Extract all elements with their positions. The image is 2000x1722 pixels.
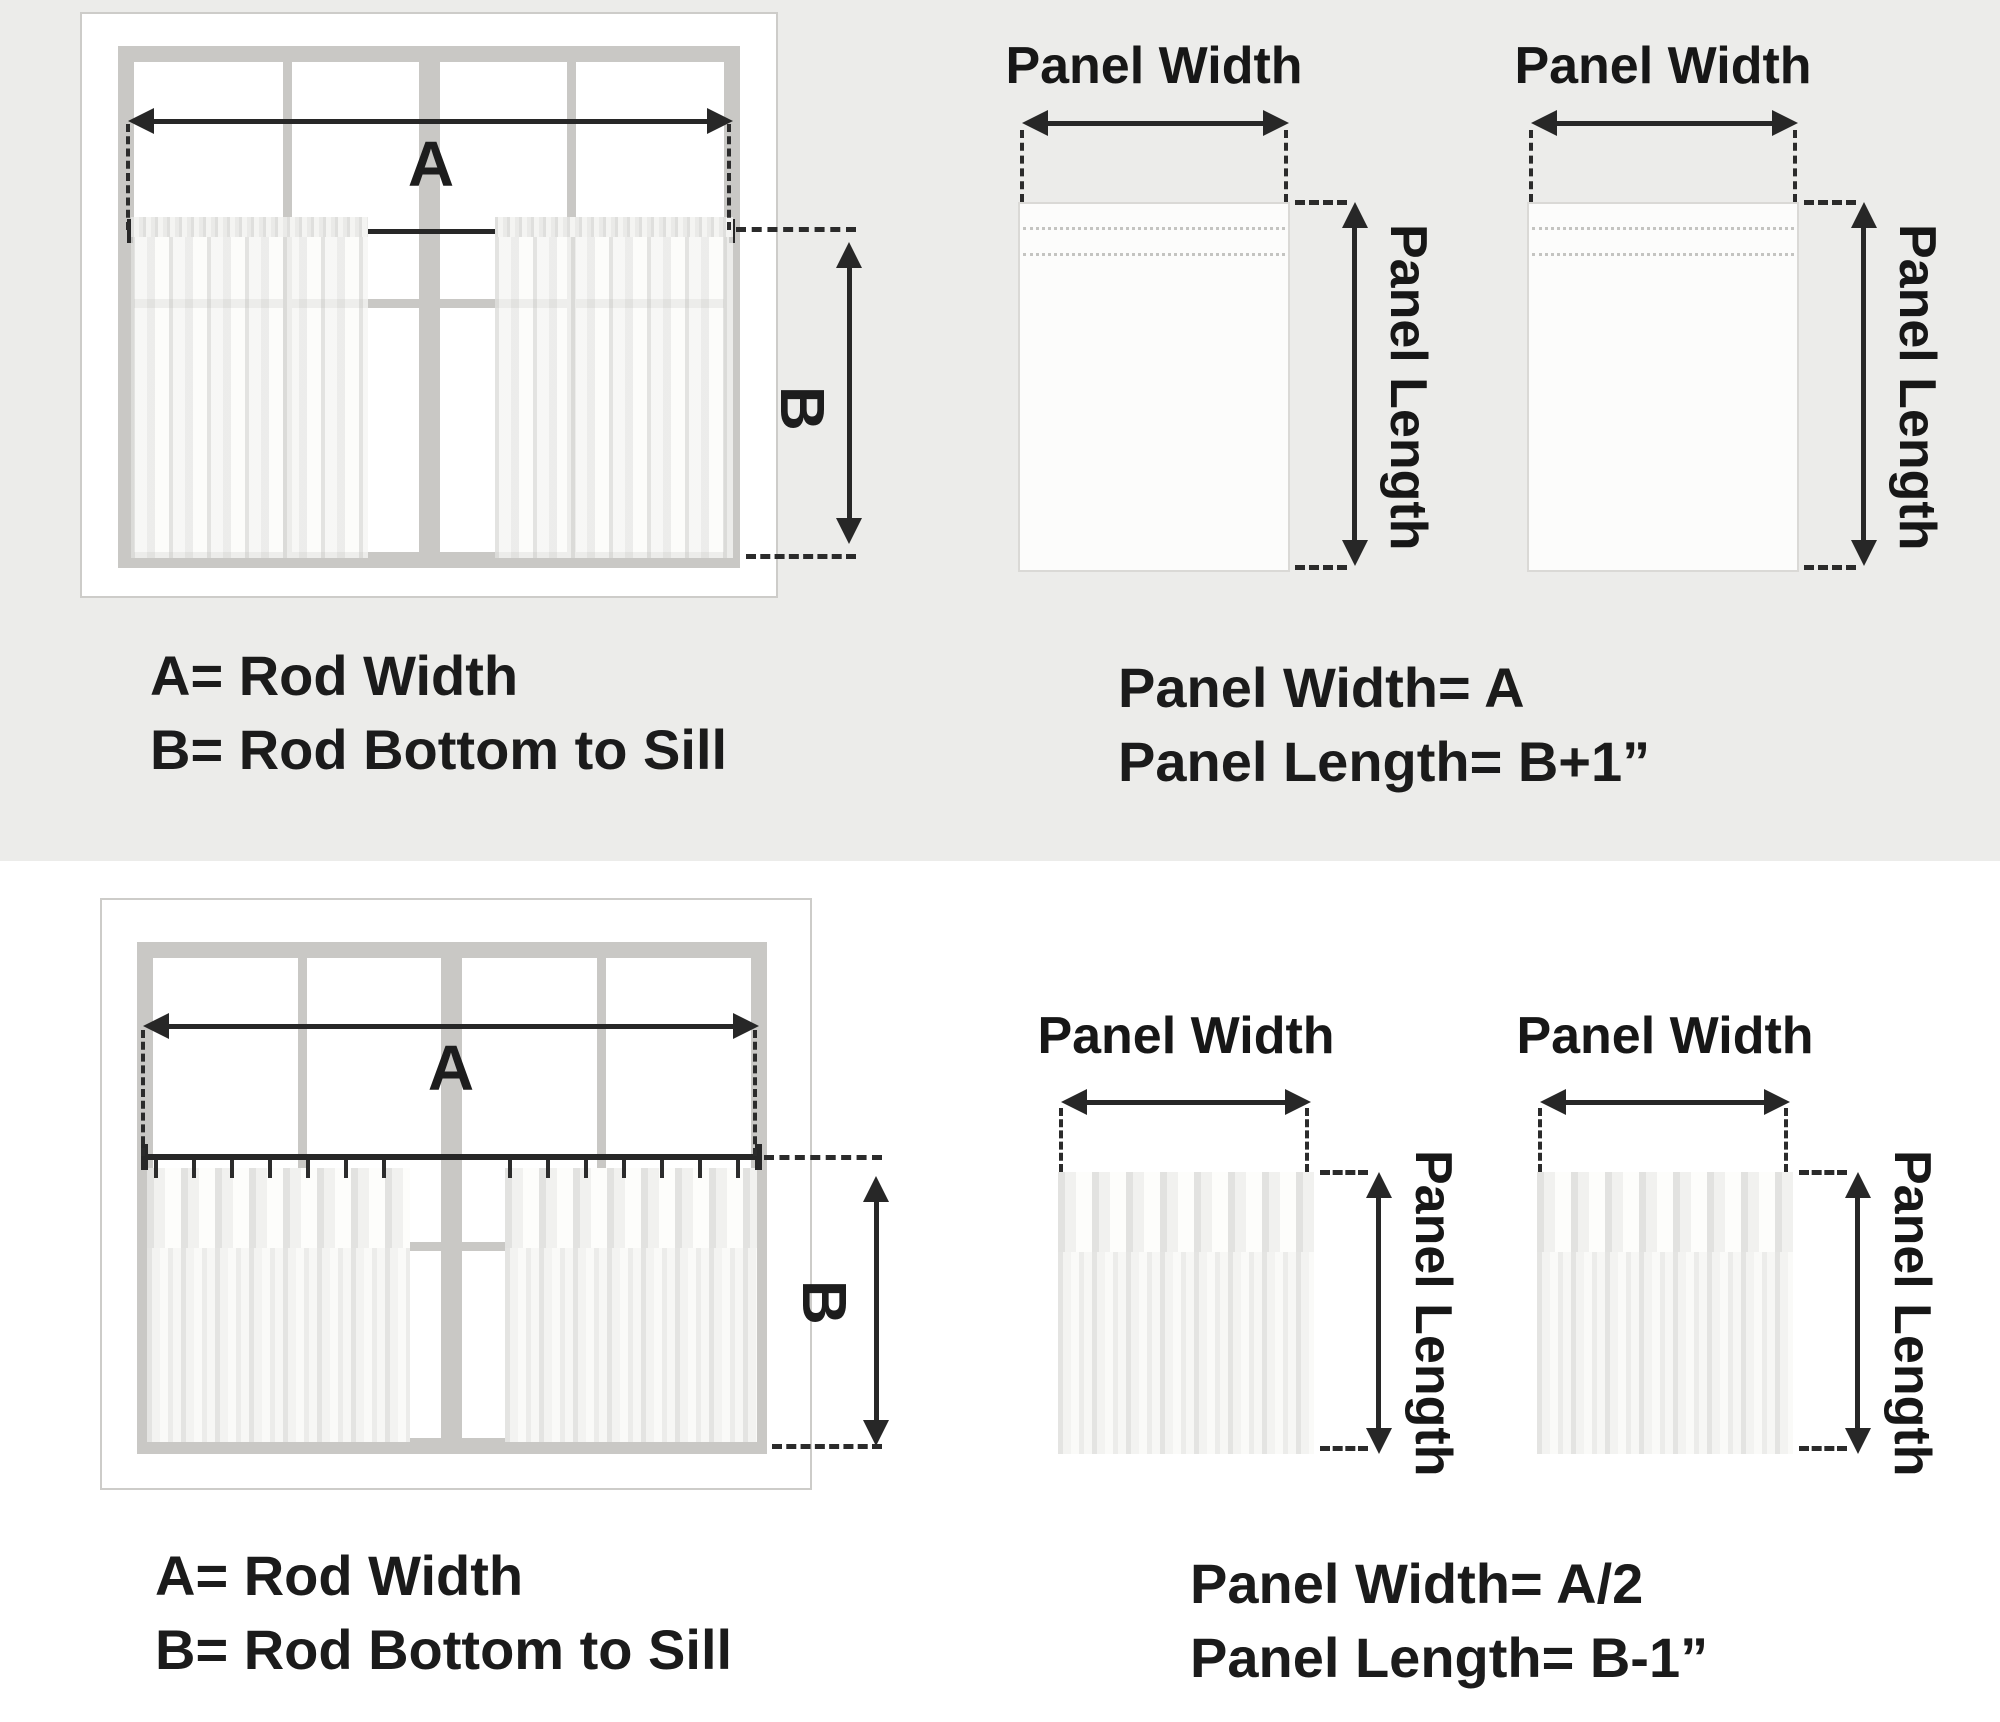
arrow-line [163, 1024, 739, 1029]
arrowhead-down-icon [1366, 1428, 1392, 1454]
dashed-extension-right [1284, 130, 1288, 202]
panel-width-label: Panel Width [1514, 37, 1812, 95]
arrow-line [1855, 1194, 1860, 1432]
dashed-extension-right [753, 1030, 757, 1156]
pleated-curtain-right [505, 1168, 757, 1442]
rod-end-tick-left [141, 1144, 148, 1170]
dashed-extension-left [1059, 1108, 1063, 1172]
dashed-extension-left [1529, 130, 1533, 202]
dashed-line-top [764, 1155, 882, 1160]
arrow-line [148, 119, 713, 124]
arrow-line [874, 1198, 879, 1424]
dashed-corner-bottom [1804, 565, 1856, 570]
dashed-corner-top [1320, 1170, 1368, 1175]
arrow-line [1352, 224, 1357, 544]
panel-length-label: Panel Length [1888, 224, 1946, 551]
rod-end-tick-left [127, 219, 133, 243]
dashed-corner-top [1295, 200, 1347, 205]
rod-pocket-stitch-line-2 [1532, 253, 1794, 256]
dashed-line-bottom [746, 554, 856, 559]
dashed-extension-right [727, 124, 731, 230]
label-b: B [789, 1280, 858, 1325]
mullion-center [441, 958, 462, 1438]
dashed-line-top [736, 227, 856, 232]
label-b: B [767, 386, 836, 431]
arrow-line [1861, 224, 1866, 544]
label-a: A [407, 128, 455, 200]
arrow-line [1551, 121, 1778, 126]
dashed-corner-bottom [1799, 1446, 1847, 1451]
formula-panel-width-top: Panel Width= A [1118, 656, 1525, 719]
panel-length-label: Panel Length [1883, 1150, 1941, 1477]
dashed-corner-bottom [1295, 565, 1347, 570]
arrowhead-up-icon [1851, 202, 1877, 228]
dashed-extension-right [1305, 1108, 1309, 1172]
formula-panel-length-bottom: Panel Length= B-1” [1190, 1626, 1709, 1689]
rod-end-tick-right [755, 1144, 762, 1170]
dashed-corner-top [1799, 1170, 1847, 1175]
dashed-line-bottom [772, 1444, 882, 1449]
dashed-extension-left [126, 124, 130, 230]
sheer-curtain-left [131, 217, 368, 558]
panel-width-label: Panel Width [1005, 37, 1303, 95]
dashed-extension-left [1538, 1108, 1542, 1172]
dashed-corner-bottom [1320, 1446, 1368, 1451]
pleated-curtain-left [147, 1168, 410, 1442]
mullion-horizontal [134, 299, 724, 308]
arrow-line [847, 264, 852, 522]
mullion-horizontal [153, 1242, 751, 1251]
rod-pocket-stitch-line-1 [1532, 227, 1794, 230]
dashed-extension-right [1793, 130, 1797, 202]
pleated-panel [1058, 1172, 1314, 1454]
curtain-rod [129, 229, 733, 234]
dashed-extension-left [1020, 130, 1024, 202]
formula-panel-length-top: Panel Length= B+1” [1118, 730, 1651, 793]
arrow-line [1376, 1194, 1381, 1432]
sheer-curtain-right [495, 217, 733, 558]
legend-rod-width: A= Rod Width [155, 1544, 524, 1607]
arrow-line [1081, 1100, 1291, 1105]
panel-length-label: Panel Length [1379, 224, 1437, 551]
curtain-rod [144, 1154, 760, 1160]
dashed-extension-left [141, 1030, 145, 1156]
arrow-line [1560, 1100, 1770, 1105]
curtain-hooks-right [508, 1160, 752, 1178]
formula-panel-width-bottom: Panel Width= A/2 [1190, 1552, 1644, 1615]
pleated-panel [1537, 1172, 1793, 1454]
dashed-extension-right [1784, 1108, 1788, 1172]
panel-width-label: Panel Width [1516, 1007, 1814, 1065]
legend-rod-width: A= Rod Width [150, 644, 519, 707]
flat-panel [1527, 202, 1799, 572]
dashed-corner-top [1804, 200, 1856, 205]
label-a: A [427, 1032, 475, 1104]
arrowhead-down-icon [1851, 540, 1877, 566]
arrowhead-up-icon [1342, 202, 1368, 228]
arrowhead-down-icon [836, 518, 862, 544]
curtain-hooks-left [154, 1160, 404, 1178]
arrowhead-up-icon [863, 1176, 889, 1202]
arrowhead-up-icon [1845, 1172, 1871, 1198]
arrow-line [1042, 121, 1269, 126]
arrowhead-down-icon [863, 1420, 889, 1446]
rod-pocket-stitch-line-2 [1023, 253, 1285, 256]
arrowhead-down-icon [1845, 1428, 1871, 1454]
arrowhead-up-icon [1366, 1172, 1392, 1198]
panel-length-label: Panel Length [1404, 1150, 1462, 1477]
flat-panel [1018, 202, 1290, 572]
panel-width-label: Panel Width [1037, 1007, 1335, 1065]
arrowhead-up-icon [836, 242, 862, 268]
legend-rod-bottom: B= Rod Bottom to Sill [155, 1618, 733, 1681]
legend-rod-bottom: B= Rod Bottom to Sill [150, 718, 728, 781]
arrowhead-down-icon [1342, 540, 1368, 566]
rod-pocket-stitch-line-1 [1023, 227, 1285, 230]
